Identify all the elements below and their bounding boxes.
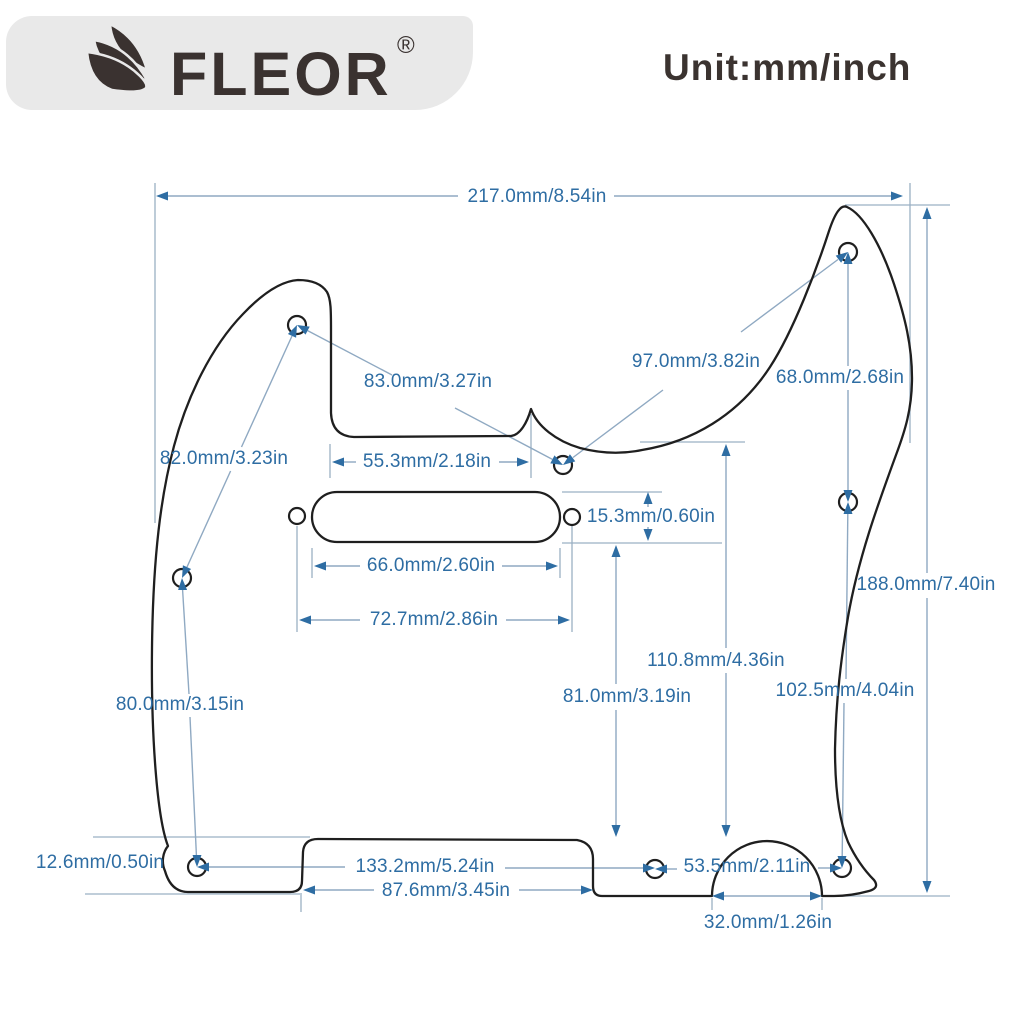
pickup-mount-holes bbox=[287, 506, 582, 527]
brand-logo-panel: FLEOR ® bbox=[6, 16, 473, 110]
dim-label-82: 82.0mm/3.23in bbox=[159, 448, 289, 469]
dim-label-68: 68.0mm/2.68in bbox=[775, 367, 905, 388]
dim-label-72: 72.7mm/2.86in bbox=[369, 609, 499, 630]
dim-label-87: 87.6mm/3.45in bbox=[381, 880, 511, 901]
leaf-logo-icon bbox=[85, 21, 150, 93]
dim-label-110: 110.8mm/4.36in bbox=[647, 650, 785, 671]
dim-label-66: 66.0mm/2.60in bbox=[366, 555, 496, 576]
extension-lines bbox=[85, 183, 950, 912]
dim-label-53: 53.5mm/2.11in bbox=[683, 856, 811, 877]
dim-label-188: 188.0mm/7.40in bbox=[856, 574, 996, 595]
pickguard-outline bbox=[150, 205, 914, 898]
dim-label-width-top: 217.0mm/8.54in bbox=[467, 186, 607, 207]
dim-label-97: 97.0mm/3.82in bbox=[631, 351, 761, 372]
dim-label-80: 80.0mm/3.15in bbox=[115, 694, 245, 715]
dim-label-12: 12.6mm/0.50in bbox=[35, 852, 165, 873]
unit-caption: Unit:mm/inch bbox=[663, 47, 912, 88]
screw-holes bbox=[171, 241, 859, 880]
brand-name: FLEOR bbox=[170, 40, 392, 108]
dimension-arrowheads bbox=[156, 191, 932, 901]
dim-label-102: 102.5mm/4.04in bbox=[775, 680, 915, 701]
dim-label-55: 55.3mm/2.18in bbox=[362, 451, 492, 472]
registered-icon: ® bbox=[397, 32, 415, 59]
pickup-cutout bbox=[310, 490, 562, 544]
dim-label-32: 32.0mm/1.26in bbox=[703, 912, 833, 933]
pickup-mount-hole bbox=[287, 506, 307, 526]
dimension-lines bbox=[168, 195, 928, 897]
dim-label-83: 83.0mm/3.27in bbox=[363, 371, 493, 392]
dim-label-133: 133.2mm/5.24in bbox=[355, 856, 495, 877]
dim-label-81: 81.0mm/3.19in bbox=[562, 686, 692, 707]
dim-label-15: 15.3mm/0.60in bbox=[586, 506, 716, 527]
pickup-mount-hole bbox=[562, 507, 582, 527]
